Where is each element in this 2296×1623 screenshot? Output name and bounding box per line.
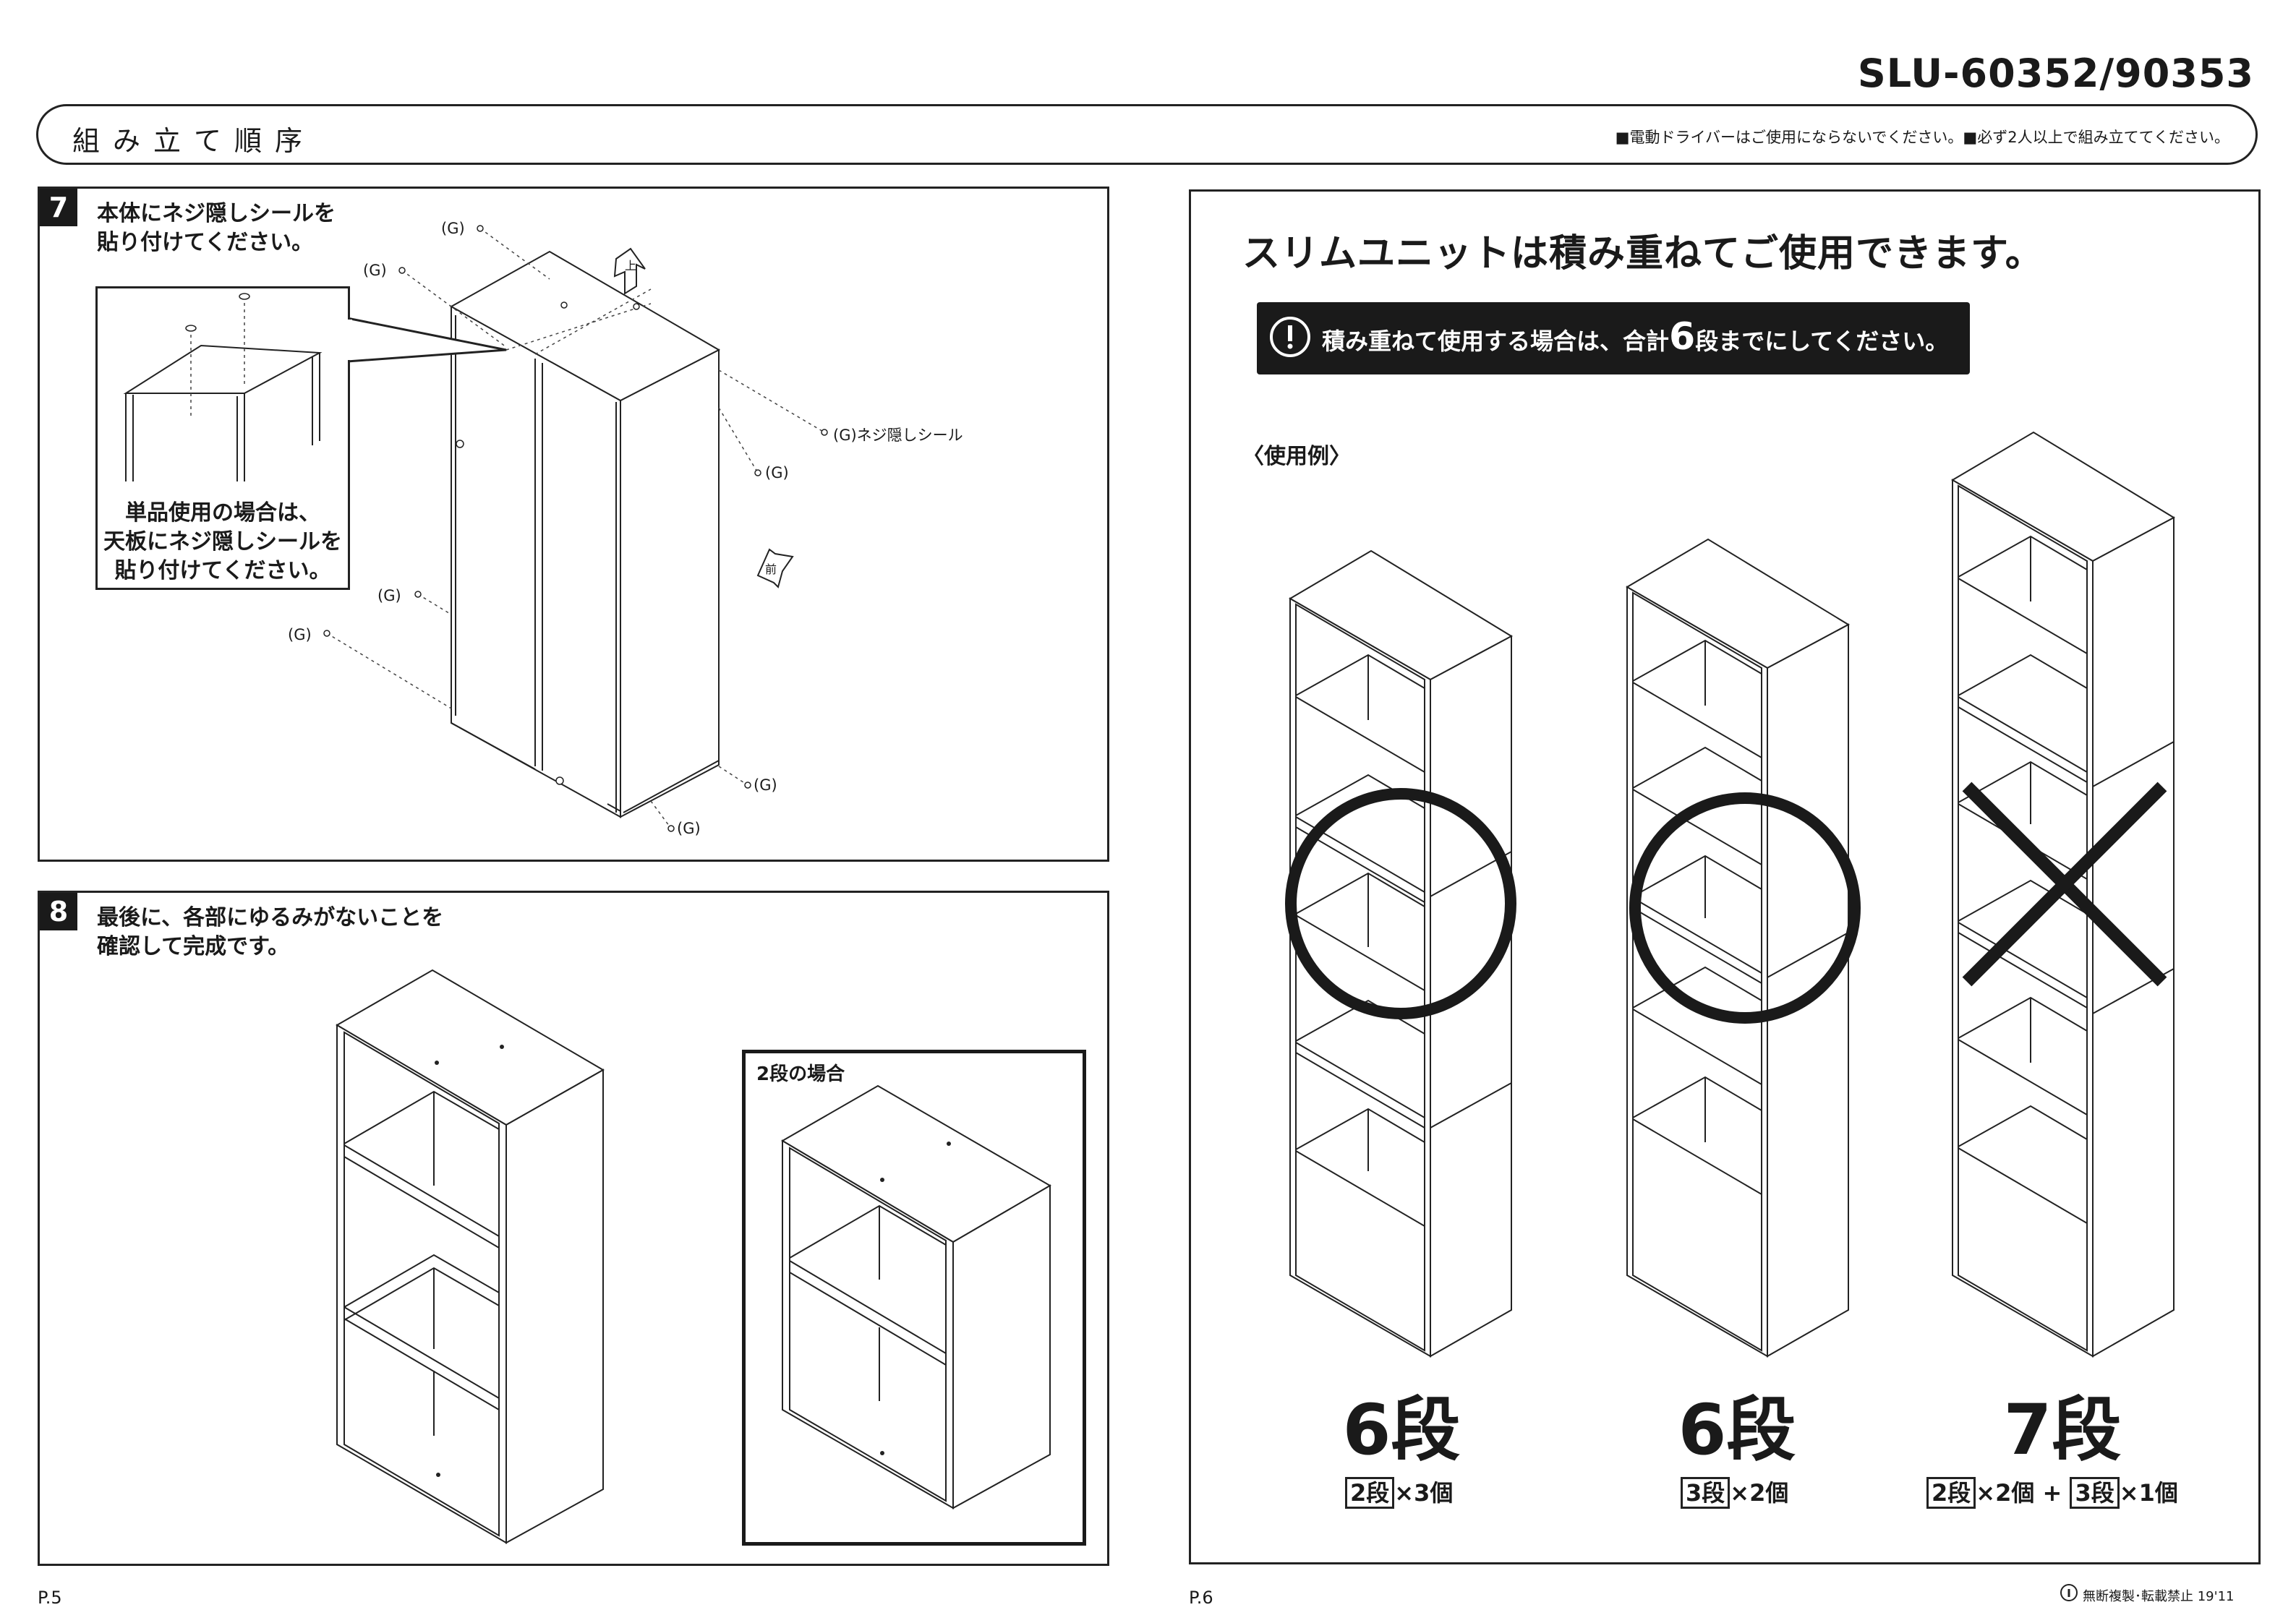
g-label-3: (G) [765, 464, 789, 481]
g-label-4: (G) [377, 587, 401, 604]
stacking-title: スリムユニットは積み重ねてご使用できます。 [1242, 232, 2044, 275]
ng-cross [1967, 787, 2162, 982]
g-sticker-label: (G)ネジ隠しシール [833, 427, 963, 444]
step7-instruction-line2: 貼り付けてください。 [97, 230, 314, 255]
stacking-warning-text: 積み重ねて使用する場合は、合計6段までにしてください。 [1322, 315, 1948, 359]
two-tier-box [742, 1050, 1086, 1546]
example-c-unit-b: 3段 [2070, 1477, 2120, 1509]
step7-instruction: 本体にネジ隠しシールを 貼り付けてください。 [97, 200, 336, 257]
step7-callout-text: 単品使用の場合は、 天板にネジ隠しシールを 貼り付けてください。 [95, 499, 350, 586]
example-c-times-b: ×1個 [2119, 1479, 2178, 1507]
example-b-count: 6段 [1678, 1389, 1796, 1470]
example-a-count: 6段 [1342, 1389, 1461, 1470]
g-label-2: (G) [363, 262, 387, 279]
stacking-panel [1189, 189, 2261, 1564]
g-label-1: (G) [441, 220, 465, 237]
warning-max-number: 6 [1669, 315, 1696, 359]
step8-number: 8 [40, 893, 77, 930]
stacking-warning-bar [1257, 302, 1970, 374]
example-a-combo: 2段×3個 [1345, 1475, 1454, 1509]
warning-text-pre: 積み重ねて使用する場合は、合計 [1322, 327, 1670, 355]
step8-panel [38, 891, 1109, 1566]
warning-text-post: 段までにしてください。 [1695, 327, 1949, 355]
step7-callout-line2: 天板にネジ隠しシールを [103, 529, 342, 554]
two-tier-label: 2段の場合 [756, 1063, 845, 1085]
header-bar [36, 104, 2258, 165]
copyright-note: 無断複製･転載禁止 19'11 [2083, 1589, 2235, 1604]
page-title: 組み立て順序 [72, 125, 316, 157]
info-icon [2060, 1583, 2078, 1602]
arrow-top-label: 上 [625, 259, 637, 273]
g-label-6: (G) [754, 776, 777, 794]
model-number: SLU-60352/90353 [1857, 51, 2254, 96]
g-label-7: (G) [677, 820, 701, 837]
step8-instruction-line1: 最後に、各部にゆるみがないことを [97, 905, 444, 930]
step8-instruction-line2: 確認して完成です。 [97, 934, 290, 959]
example-b-combo: 3段×2個 [1681, 1475, 1789, 1509]
step7-panel [38, 187, 1109, 862]
header-note: ■電動ドライバーはご使用にならないでください。■必ず2人以上で組み立ててください… [1615, 129, 2229, 146]
g-label-5: (G) [288, 626, 312, 643]
example-c-times-a: ×2個 + [1976, 1479, 2062, 1507]
step7-callout-line1: 単品使用の場合は、 [125, 500, 320, 526]
page-number-right: P.6 [1189, 1588, 1213, 1608]
step7-number: 7 [40, 189, 77, 226]
example-b-unit: 3段 [1681, 1477, 1730, 1509]
arrow-front-label: 前 [765, 562, 777, 576]
step7-callout-line3: 貼り付けてください。 [114, 558, 331, 583]
warning-icon [1267, 314, 1313, 360]
step7-instruction-line1: 本体にネジ隠しシールを [97, 201, 336, 226]
example-a-unit: 2段 [1345, 1477, 1395, 1509]
ok-circle-a [1291, 794, 1511, 1014]
example-c-combo: 2段×2個 + 3段×1個 [1926, 1475, 2178, 1509]
step8-instruction: 最後に、各部にゆるみがないことを 確認して完成です。 [97, 904, 443, 962]
example-a-times: ×3個 [1394, 1479, 1454, 1507]
ok-circle-b [1635, 798, 1855, 1018]
step7-callout-illustration [95, 286, 350, 590]
example-c-unit-a: 2段 [1926, 1477, 1976, 1509]
usage-example-label: 〈使用例〉 [1242, 444, 1351, 469]
page-number-left: P.5 [38, 1588, 62, 1608]
step7-callout [95, 286, 350, 590]
example-c-count: 7段 [2003, 1389, 2122, 1470]
example-b-times: ×2個 [1730, 1479, 1789, 1507]
